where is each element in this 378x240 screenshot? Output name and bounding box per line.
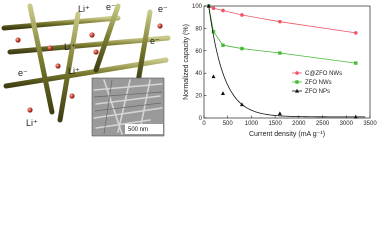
x-tick-label: 0 [202,121,206,127]
legend-label-zfo-nws: ZFO NWs [305,80,332,86]
y-tick-label: 100 [192,4,203,10]
ion-sphere [15,37,21,43]
series-line-zfo-nps [208,5,366,118]
y-axis-label: Normalized capacity (%) [183,24,190,100]
series-line-c-zfo-nws [208,5,356,34]
plot-frame [203,5,371,119]
lithium-ion-spheres [15,23,163,113]
data-point-zfo-nps [239,102,244,107]
ion-label: e⁻ [106,2,116,12]
y-tick-label: 20 [195,94,202,100]
data-point-c-zfo-nws [278,19,282,24]
ion-sphere [157,23,163,29]
data-point-c-zfo-nws [240,13,244,17]
legend-marker-zfo-nws [295,80,299,84]
ion-label: Li⁺ [64,42,76,52]
nanowire-rods [1,3,171,123]
x-axis-label: Current density (mA g⁻¹) [249,131,325,138]
nanowire-rod [7,35,171,55]
ion-label: Li⁺ [26,118,38,128]
legend-marker-c-zfo-nws [295,71,299,75]
sem-inset: 500 nm [91,77,165,137]
x-tick-label: 2000 [292,121,306,127]
ion-label: Li⁺ [78,4,90,14]
y-tick-label: 60 [195,49,202,55]
ion-label: e⁻ [18,68,28,78]
ion-label: e⁻ [150,36,160,46]
data-point-zfo-nps [206,3,211,8]
data-point-c-zfo-nws [353,31,358,35]
data-point-zfo-nps [277,111,282,116]
x-tick-label: 3500 [363,121,377,127]
nanowire-rod [93,3,121,73]
scale-bar-label: 500 nm [128,127,148,133]
data-point-zfo-nws [211,30,216,34]
ion-sphere [93,49,99,55]
data-point-zfo-nws [354,61,358,65]
y-tick-label: 80 [195,26,202,32]
data-point-zfo-nps [220,91,225,95]
legend-marker-zfo-nps [295,88,299,93]
nanowire-rod [135,9,153,85]
series-line-zfo-nws [208,5,356,64]
ion-sphere [47,45,53,51]
legend-label-c-zfo-nws: C@ZFO NWs [305,71,342,77]
ion-label: Li⁺ [68,66,80,76]
ion-sphere [27,107,33,113]
scale-bar-background [125,124,163,134]
ion-sphere [55,63,61,69]
ion-sphere [89,32,95,38]
ion-sphere [69,93,75,99]
nanowire-rod [27,3,55,115]
legend-label-zfo-nps: ZFO NPs [305,89,330,95]
data-point-zfo-nps [211,74,216,79]
x-tick-label: 500 [223,121,234,127]
data-point-zfo-nws [278,51,282,55]
data-point-c-zfo-nws [221,8,225,13]
data-point-zfo-nws [240,46,244,51]
data-point-zfo-nws [221,43,225,47]
x-tick-label: 1000 [245,121,259,127]
nanowire-rod [1,15,121,31]
x-tick-label: 1500 [268,121,282,127]
data-point-c-zfo-nws [211,6,216,11]
ion-label: e⁻ [158,4,168,14]
x-tick-label: 2500 [316,121,330,127]
capacity-chart: 0 500 1000 1500 2000 2500 3000 3500 0 20 40 60 80 100… [183,3,377,138]
x-tick-label: 3000 [340,121,354,127]
y-tick-label: 40 [195,71,202,77]
y-tick-label: 0 [199,116,203,122]
data-point-zfo-nps [353,114,358,119]
nanowire-rod [57,11,81,123]
nanowire-illustration: Li⁺ e⁻ Li⁺ e⁻ e⁻ Li⁺ e⁻ Li⁺ 500 nm [1,2,171,137]
